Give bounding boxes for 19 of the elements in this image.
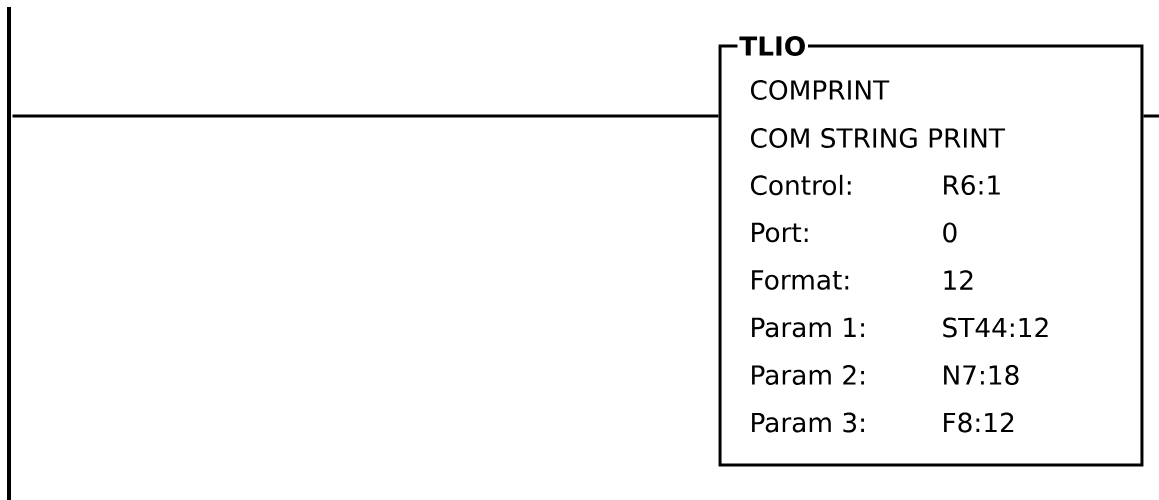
block-title: TLIO bbox=[737, 34, 808, 58]
parameter-label: Format: bbox=[752, 270, 849, 290]
power-rail bbox=[7, 7, 11, 500]
parameter-label: Param 1: bbox=[752, 317, 864, 338]
instruction-block bbox=[718, 34, 1144, 467]
rung-line bbox=[1143, 114, 1159, 118]
rung-line bbox=[12, 114, 719, 118]
parameter-label: Param 3: bbox=[752, 412, 864, 433]
parameter-value: F8:12 bbox=[944, 412, 1014, 433]
parameter-value: 12 bbox=[944, 270, 973, 290]
instruction-name: COMPRINT bbox=[751, 80, 890, 100]
parameter-value: ST44:12 bbox=[943, 317, 1048, 338]
parameter-value: N7:18 bbox=[944, 365, 1019, 385]
instruction-name: COM STRING PRINT bbox=[751, 128, 1006, 148]
parameter-value: R6:1 bbox=[944, 175, 1000, 195]
parameter-label: Port: bbox=[752, 222, 808, 243]
parameter-label: Control: bbox=[751, 174, 851, 196]
parameter-label: Param 2: bbox=[752, 365, 864, 385]
parameter-value: 0 bbox=[943, 222, 957, 243]
